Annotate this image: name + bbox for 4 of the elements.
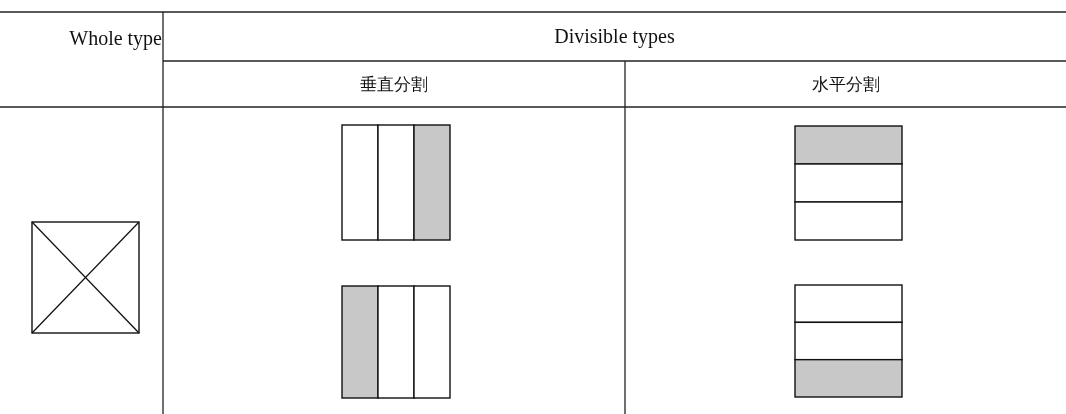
column-header: Divisible types bbox=[554, 25, 675, 48]
column-header: 水平分割 bbox=[811, 72, 880, 96]
column-header: 垂直分割 bbox=[360, 72, 428, 96]
column-header: Whole type bbox=[69, 26, 162, 50]
